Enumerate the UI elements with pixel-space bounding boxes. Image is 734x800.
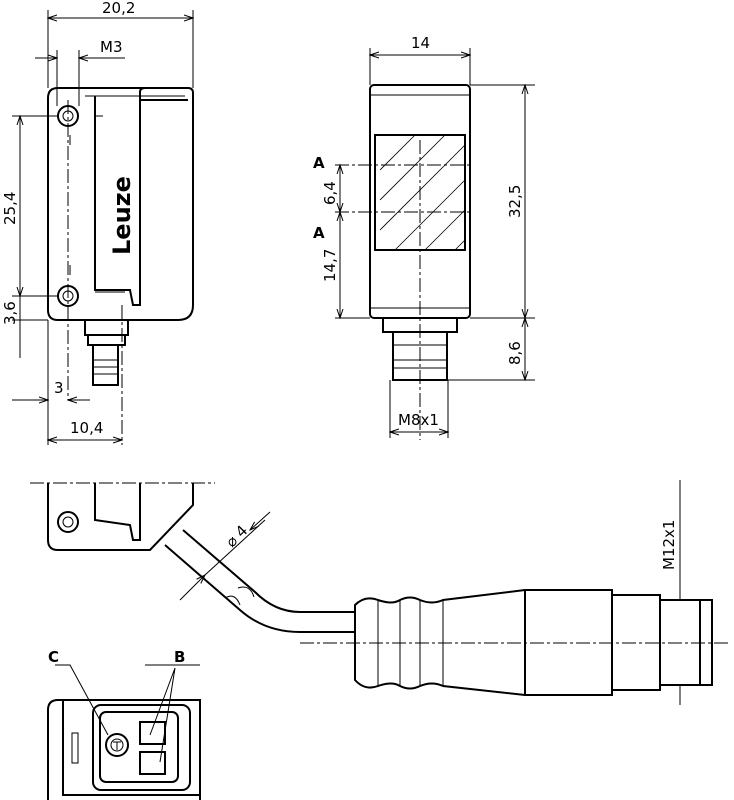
front-view: 14 A A 6,4 14,7 32,5 8,6 M8x1 bbox=[313, 34, 535, 440]
rear-view: C B bbox=[47, 648, 201, 800]
brand-logo: Leuze bbox=[108, 176, 136, 255]
side-view: Leuze 20,2 M3 25,4 3,6 3 10,4 bbox=[1, 0, 194, 445]
window-hatching bbox=[379, 134, 466, 251]
label-axis-a1: A bbox=[313, 154, 325, 172]
status-led bbox=[105, 733, 129, 757]
dim-front-height: 32,5 bbox=[506, 185, 524, 218]
sensor-body-outline bbox=[47, 87, 194, 321]
dim-hole-offset: 3,6 bbox=[1, 301, 19, 325]
dim-connector-offset: 10,4 bbox=[70, 419, 103, 437]
dim-hole-spacing: 25,4 bbox=[1, 192, 19, 225]
connector-m8-front bbox=[382, 318, 458, 381]
dim-cable-diameter: ⌀ 4 bbox=[222, 522, 251, 551]
dim-thread-m3: M3 bbox=[100, 38, 123, 56]
dim-axis-spacing: 6,4 bbox=[321, 181, 339, 205]
label-b: B bbox=[174, 648, 185, 666]
dim-m12-thread: M12x1 bbox=[660, 520, 678, 570]
front-panel bbox=[94, 87, 188, 306]
label-axis-a2: A bbox=[313, 224, 325, 242]
label-c: C bbox=[48, 648, 59, 666]
connector-m8 bbox=[84, 320, 129, 386]
cable bbox=[164, 529, 355, 633]
dim-width: 20,2 bbox=[102, 0, 135, 17]
dim-front-width: 14 bbox=[411, 34, 430, 52]
cable-view: ⌀ 4 M12x1 bbox=[30, 480, 730, 705]
dim-connector-length: 8,6 bbox=[506, 341, 524, 365]
dim-edge-offset: 3 bbox=[54, 379, 64, 397]
dim-m8-thread: M8x1 bbox=[398, 411, 439, 429]
dim-axis-height: 14,7 bbox=[321, 249, 339, 282]
